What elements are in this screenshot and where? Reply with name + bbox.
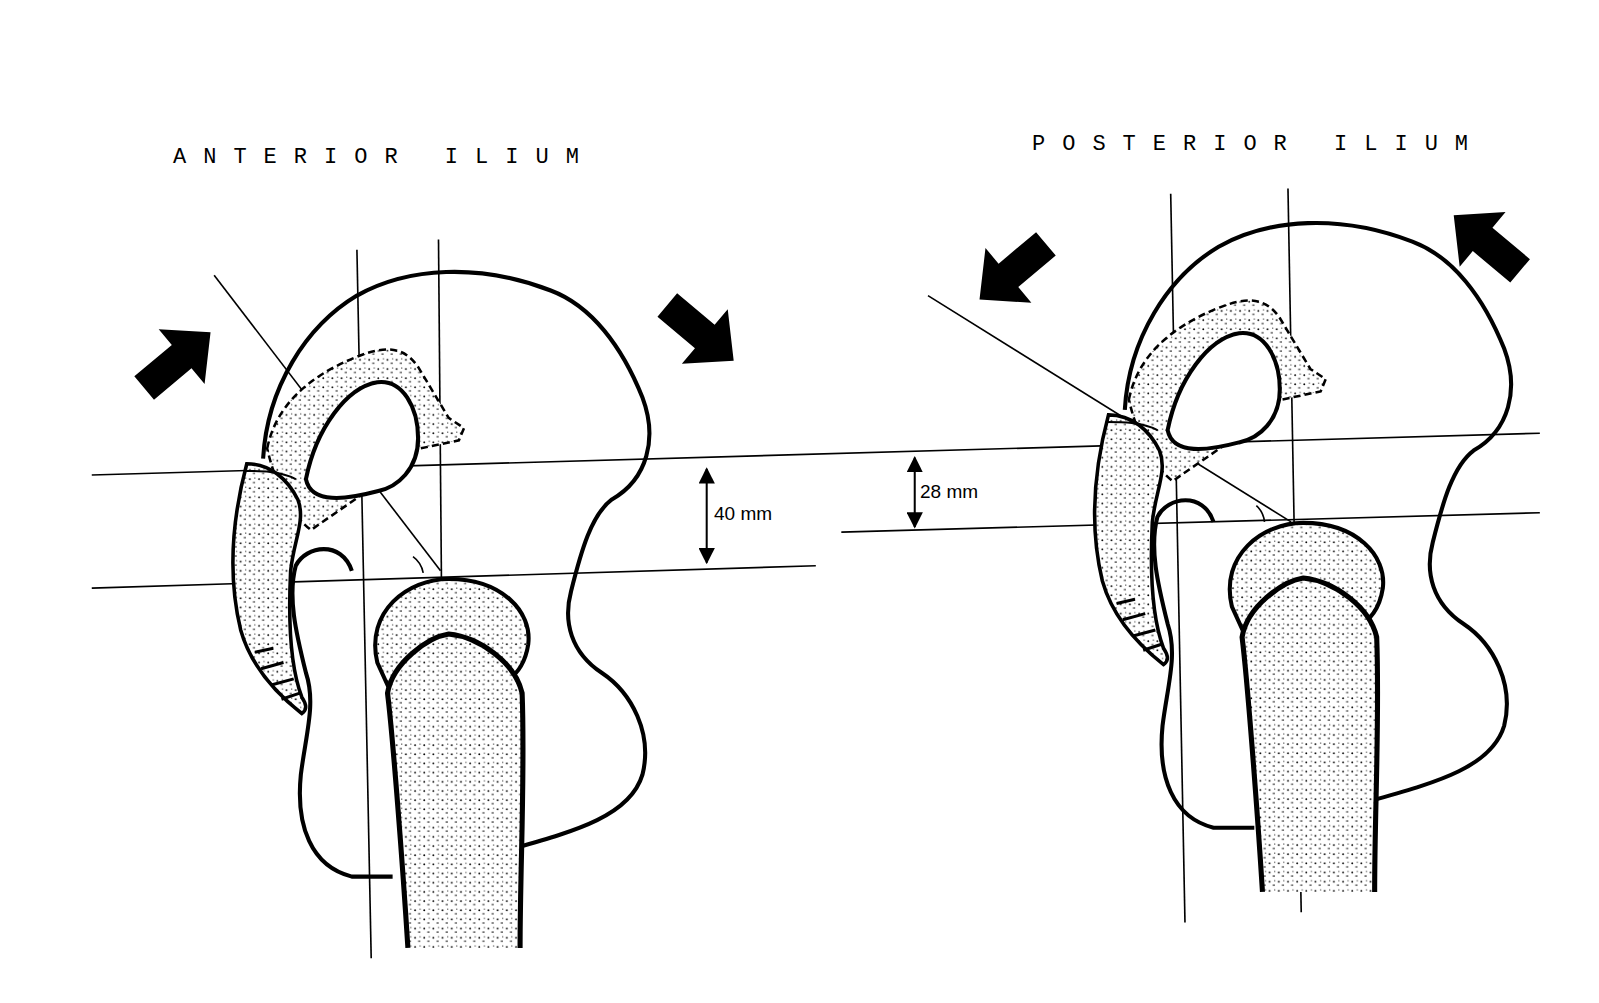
dimension-label: 40 mm bbox=[712, 503, 774, 525]
view-title: POSTERIOR ILIUM bbox=[1030, 132, 1487, 157]
view-title: ANTERIOR ILIUM bbox=[171, 145, 598, 170]
dimension-label: 28 mm bbox=[918, 481, 980, 503]
